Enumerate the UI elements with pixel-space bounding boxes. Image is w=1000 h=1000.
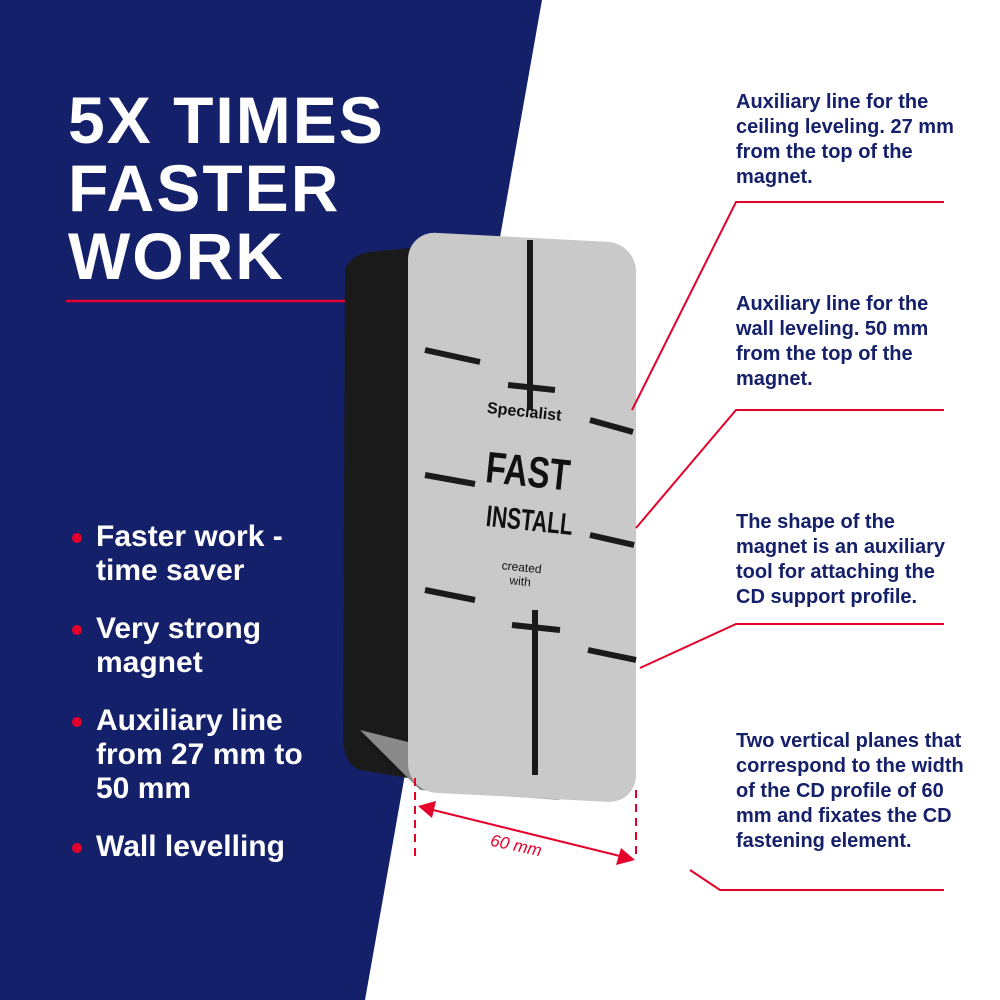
headline-line: 5X TIMES: [68, 83, 385, 157]
annotation-wall-line: Auxiliary line for the wall leveling. 50…: [736, 293, 929, 390]
feature-list: Faster work - time saver Very strong mag…: [72, 520, 336, 888]
headline-line: WORK: [68, 219, 285, 293]
annotation-shape: The shape of the magnet is an auxiliary …: [736, 511, 945, 608]
product-name-1: FAST: [483, 443, 573, 501]
magnet-image: [343, 232, 637, 802]
feature-item: Faster work - time saver: [72, 520, 336, 588]
created-with-label: created with: [501, 558, 543, 590]
callout-lines: [414, 201, 944, 891]
feature-item: Wall levelling: [72, 830, 336, 864]
feature-item: Very strong magnet: [72, 612, 336, 680]
headline: 5X TIMES FASTER WORK: [68, 86, 385, 290]
arrow-right-icon: [616, 848, 635, 865]
annotation-vertical-planes: Two vertical planes that correspond to t…: [736, 730, 964, 852]
annotation-ceiling-line: Auxiliary line for the ceiling leveling.…: [736, 91, 954, 188]
arrow-left-icon: [418, 801, 436, 818]
feature-item: Auxiliary line from 27 mm to 50 mm: [72, 704, 336, 806]
headline-line: FASTER: [68, 151, 341, 225]
